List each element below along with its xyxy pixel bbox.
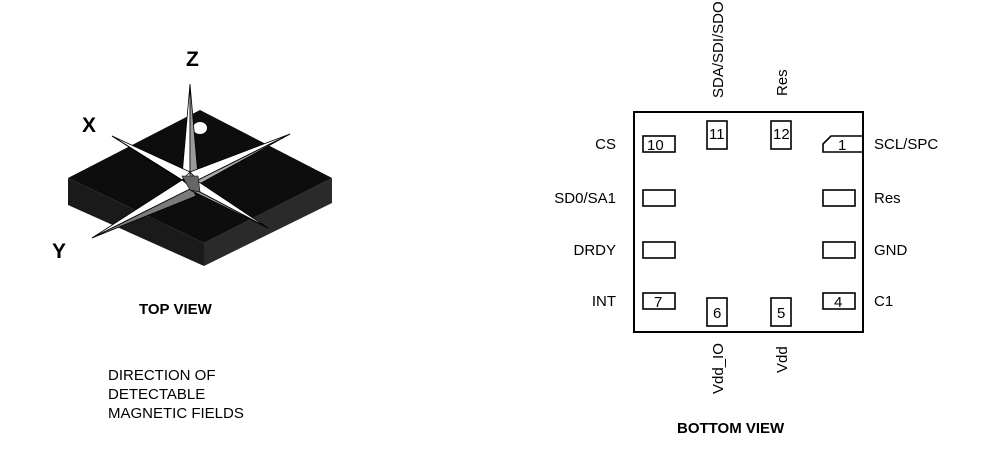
pin-6-label: Vdd_IO bbox=[710, 343, 727, 394]
pin-4-pad bbox=[822, 292, 856, 310]
pin-10-number: 10 bbox=[647, 137, 664, 154]
pin-1-label: SCL/SPC bbox=[874, 136, 938, 153]
pin-3-pad bbox=[822, 241, 856, 259]
top-view-caption: TOP VIEW bbox=[139, 301, 213, 318]
pin-2-label: Res bbox=[874, 190, 901, 207]
pin-8-label: DRDY bbox=[573, 242, 616, 259]
pin-1-number: 1 bbox=[838, 137, 846, 154]
pin-11-pad bbox=[706, 120, 728, 150]
package-outline bbox=[633, 111, 864, 333]
note-line-2: DETECTABLE bbox=[108, 386, 206, 403]
note-line-3: MAGNETIC FIELDS bbox=[108, 405, 244, 422]
pin-12-number: 12 bbox=[773, 126, 790, 143]
pin-12-pad bbox=[770, 120, 792, 150]
pin-5-label: Vdd bbox=[774, 346, 791, 373]
pin-4-number: 4 bbox=[834, 294, 842, 311]
bottom-view: 10 7 1 4 11 12 6 5 CS SD0/SA1 DRDY INT S… bbox=[554, 1, 938, 394]
pin-11-label: SDA/SDI/SDO bbox=[710, 1, 727, 98]
pin-6-number: 6 bbox=[713, 305, 721, 322]
pin-7-pad bbox=[642, 292, 676, 310]
package-right-face bbox=[204, 178, 332, 266]
pin-9-label: SD0/SA1 bbox=[554, 190, 616, 207]
package-left-face bbox=[68, 178, 204, 266]
axes-star bbox=[91, 83, 291, 239]
pin-10-pad bbox=[642, 135, 676, 153]
pin-7-label: INT bbox=[592, 293, 616, 310]
pin-7-number: 7 bbox=[654, 294, 662, 311]
pin-11-number: 11 bbox=[709, 126, 725, 143]
pin1-marker-dot bbox=[193, 122, 207, 134]
pin-10-label: CS bbox=[595, 136, 616, 153]
pin-1-pad bbox=[822, 135, 864, 153]
magnetic-fields-note: DIRECTION OF DETECTABLE MAGNETIC FIELDS bbox=[108, 366, 244, 423]
pin-3-label: GND bbox=[874, 242, 908, 259]
axis-z-label: Z bbox=[186, 48, 199, 71]
pin-6-pad bbox=[706, 297, 728, 327]
bottom-view-caption: BOTTOM VIEW bbox=[677, 420, 785, 437]
axis-x-label: X bbox=[82, 114, 96, 137]
pin-5-number: 5 bbox=[777, 305, 785, 322]
axis-y-label: Y bbox=[52, 240, 66, 263]
note-line-1: DIRECTION OF bbox=[108, 367, 216, 384]
pin-5-pad bbox=[770, 297, 792, 327]
pin-8-pad bbox=[642, 241, 676, 259]
pin-12-label: Res bbox=[774, 69, 791, 96]
pin-2-pad bbox=[822, 189, 856, 207]
pin-4-label: C1 bbox=[874, 293, 893, 310]
package-3d-illustration: Z X Y bbox=[52, 48, 332, 266]
pin-9-pad bbox=[642, 189, 676, 207]
